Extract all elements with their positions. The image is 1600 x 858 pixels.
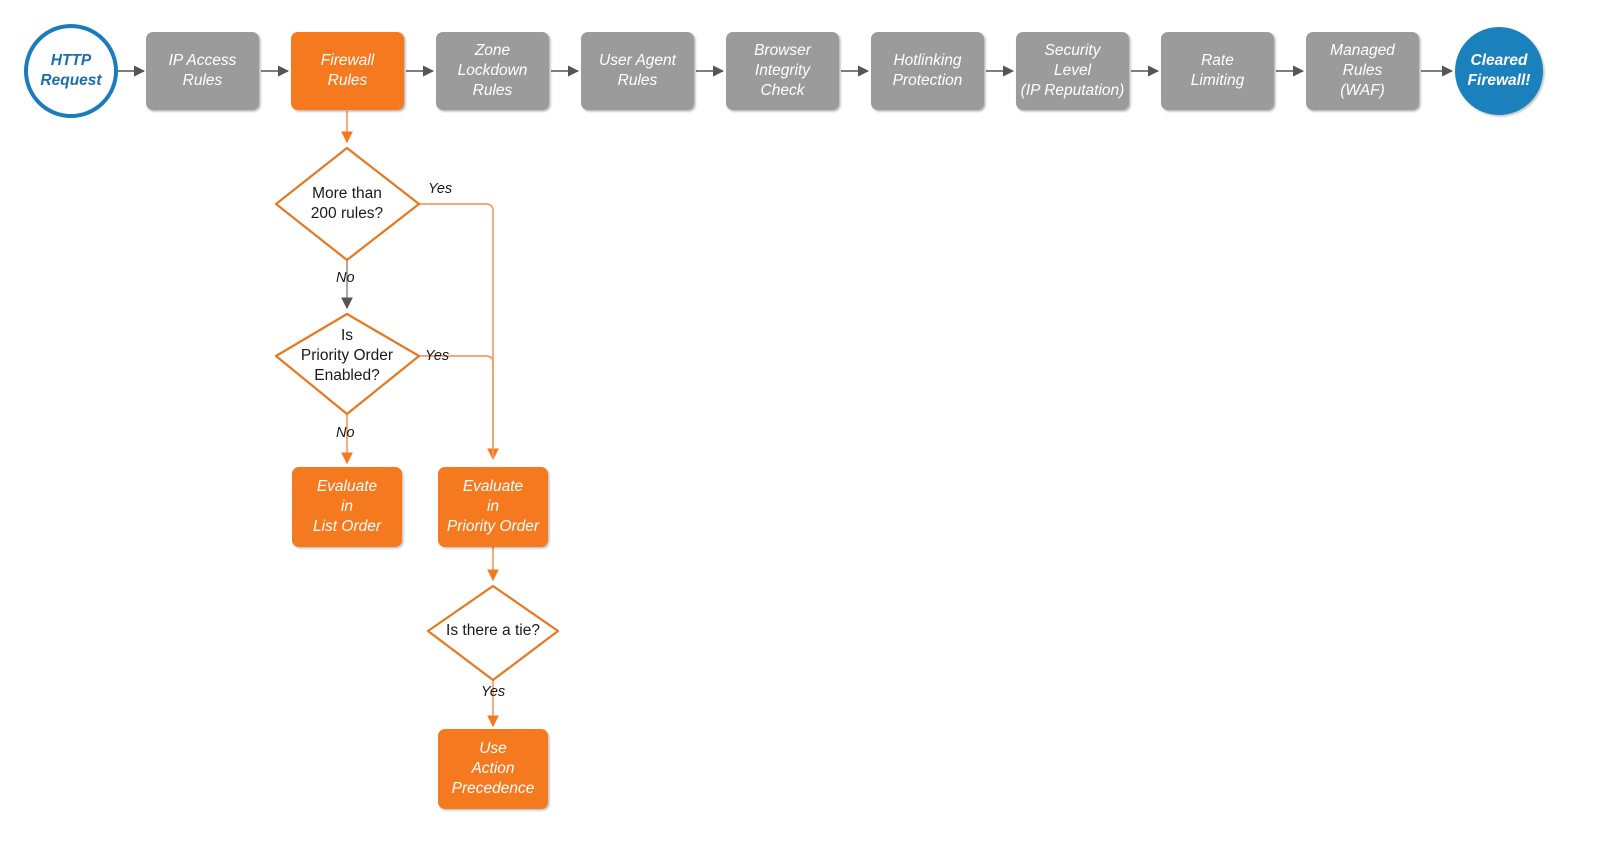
edge-decision1-yes — [419, 203, 499, 461]
decision-is-there-a-tie[interactable] — [426, 584, 560, 682]
stage-zone-lockdown-rules-label: Zone Lockdown Rules — [457, 42, 528, 99]
action-evaluate-list-order[interactable]: Evaluate in List Order — [292, 467, 402, 547]
stage-security-level-label: Security Level (IP Reputation) — [1020, 42, 1125, 99]
action-evaluate-priority-order-label: Evaluate in Priority Order — [446, 478, 540, 535]
action-use-action-precedence[interactable]: Use Action Precedence — [438, 729, 548, 809]
stage-rate-limiting-label: Rate Limiting — [1190, 52, 1245, 89]
stage-managed-rules-waf-label: Managed Rules (WAF) — [1330, 42, 1395, 99]
stage-browser-integrity-check-label: Browser Integrity Check — [754, 42, 811, 99]
decision-priority-order-enabled[interactable] — [274, 312, 421, 416]
decision-more-than-200-rules[interactable] — [274, 146, 421, 262]
action-use-action-precedence-label: Use Action Precedence — [451, 740, 535, 797]
stage-user-agent-rules-label: User Agent Rules — [599, 52, 676, 89]
edge-label-more-rules-no: No — [336, 270, 355, 286]
stage-ip-access-rules[interactable]: IP Access Rules — [146, 32, 259, 110]
stage-hotlinking-protection[interactable]: Hotlinking Protection — [871, 32, 984, 110]
stage-firewall-rules[interactable]: Firewall Rules — [291, 32, 404, 110]
node-http-request-label: HTTP Request — [40, 52, 102, 89]
action-evaluate-list-order-label: Evaluate in List Order — [312, 478, 382, 535]
node-cleared-firewall-label: Cleared Firewall! — [1467, 52, 1531, 89]
stage-user-agent-rules[interactable]: User Agent Rules — [581, 32, 694, 110]
stage-security-level[interactable]: Security Level (IP Reputation) — [1016, 32, 1129, 110]
stage-zone-lockdown-rules[interactable]: Zone Lockdown Rules — [436, 32, 549, 110]
edge-decision2-yes — [419, 355, 494, 459]
stage-rate-limiting[interactable]: Rate Limiting — [1161, 32, 1274, 110]
stage-ip-access-rules-label: IP Access Rules — [168, 52, 237, 89]
edge-label-priority-no: No — [336, 425, 355, 441]
stage-firewall-rules-label: Firewall Rules — [320, 52, 375, 89]
edge-label-priority-yes: Yes — [425, 348, 450, 364]
edge-label-tie-yes: Yes — [481, 684, 506, 700]
stage-browser-integrity-check[interactable]: Browser Integrity Check — [726, 32, 839, 110]
edge-label-more-rules-yes: Yes — [428, 181, 453, 197]
action-evaluate-priority-order[interactable]: Evaluate in Priority Order — [438, 467, 548, 547]
node-cleared-firewall[interactable]: Cleared Firewall! — [1455, 27, 1543, 115]
node-http-request[interactable]: HTTP Request — [24, 24, 118, 118]
stage-hotlinking-protection-label: Hotlinking Protection — [892, 52, 963, 89]
stage-managed-rules-waf[interactable]: Managed Rules (WAF) — [1306, 32, 1419, 110]
